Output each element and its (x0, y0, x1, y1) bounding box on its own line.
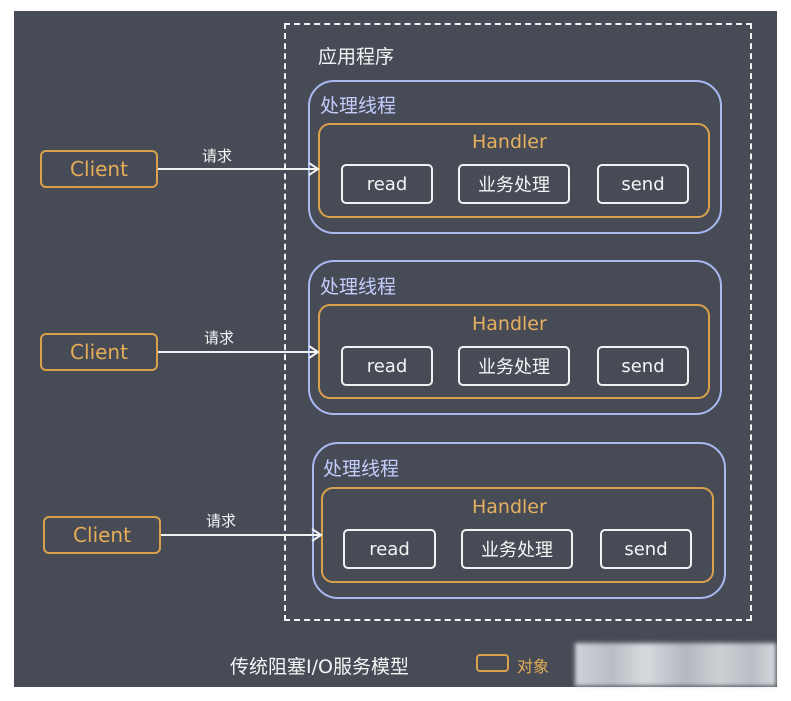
read-op-3: read (343, 529, 436, 569)
send-op-1: send (597, 164, 689, 204)
processing-thread-2 (308, 260, 722, 415)
client-1: Client (40, 150, 158, 188)
blurred-watermark (575, 643, 776, 686)
processing-thread-1 (308, 80, 722, 234)
read-op-2: read (341, 346, 433, 386)
handler-title-1: Handler (472, 131, 547, 153)
request-label-2: 请求 (204, 329, 235, 347)
diagram-caption: 传统阻塞I/O服务模型 (230, 656, 409, 678)
processing-thread-3 (312, 442, 726, 599)
legend-label: 对象 (517, 657, 550, 676)
legend-swatch (476, 654, 509, 672)
business-process-op-1: 业务处理 (458, 164, 570, 204)
send-op-2: send (597, 346, 689, 386)
handler-title-3: Handler (472, 496, 547, 518)
client-2: Client (40, 333, 158, 371)
request-label-1: 请求 (202, 147, 233, 165)
business-process-op-3: 业务处理 (461, 529, 573, 569)
thread-title-3: 处理线程 (323, 458, 400, 480)
client-3: Client (43, 516, 161, 554)
read-op-1: read (341, 164, 433, 204)
business-process-op-2: 业务处理 (458, 346, 570, 386)
thread-title-2: 处理线程 (320, 276, 397, 298)
application-title: 应用程序 (318, 46, 395, 68)
send-op-3: send (600, 529, 692, 569)
request-label-3: 请求 (206, 512, 237, 530)
application-boundary (284, 23, 752, 621)
handler-title-2: Handler (472, 313, 547, 335)
thread-title-1: 处理线程 (320, 95, 397, 117)
